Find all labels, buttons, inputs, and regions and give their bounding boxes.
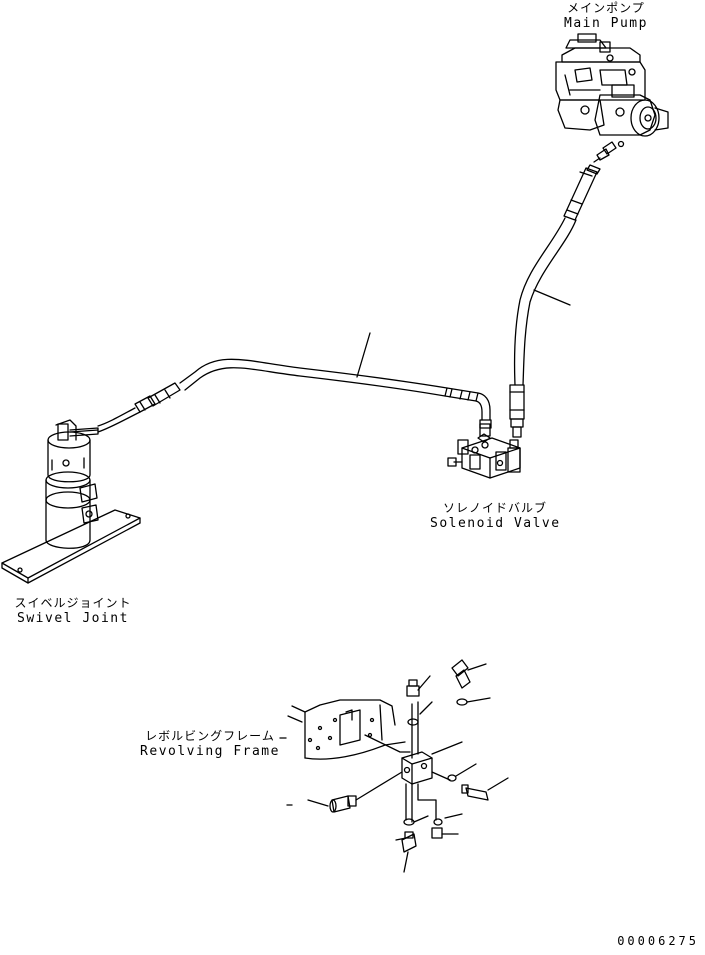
- solenoid-valve-label-jp: ソレノイドバルブ: [442, 501, 547, 515]
- main-pump-label-en: Main Pump: [564, 16, 648, 31]
- hose-swivel-to-valve: [97, 332, 492, 433]
- swivel-joint-label-jp: スイベルジョイント: [14, 596, 132, 610]
- hose-pump-to-valve: [509, 164, 601, 438]
- revolving-frame-label-en: Revolving Frame: [140, 744, 280, 759]
- swivel-joint-label-en: Swivel Joint: [17, 611, 129, 626]
- solenoid-valve-drawing: [447, 423, 521, 479]
- swivel-joint-label: スイベルジョイント Swivel Joint: [8, 595, 138, 627]
- revolving-frame-drawing: [279, 659, 509, 873]
- solenoid-valve-label: ソレノイドバルブ Solenoid Valve: [430, 500, 560, 532]
- drawing-code: 00006275: [617, 934, 699, 948]
- main-pump-label-jp: メインポンプ: [567, 1, 645, 15]
- swivel-joint-drawing: [1, 419, 141, 584]
- revolving-frame-label-jp: レボルビングフレーム: [145, 729, 275, 743]
- solenoid-valve-label-en: Solenoid Valve: [430, 516, 561, 531]
- main-pump-drawing: [555, 33, 669, 163]
- revolving-frame-label: レボルビングフレーム Revolving Frame: [140, 728, 280, 760]
- main-pump-label: メインポンプ Main Pump: [556, 0, 656, 32]
